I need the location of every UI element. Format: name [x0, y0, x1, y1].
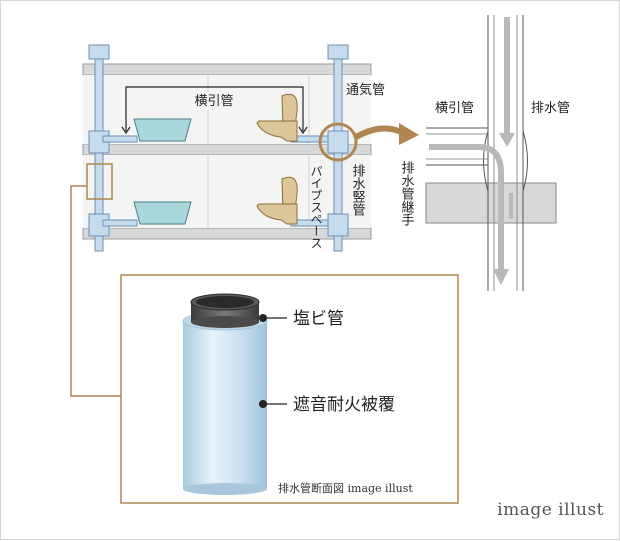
vent-pipe-label: 通気管 [346, 82, 385, 98]
pipe-space-label: パイプスペース [309, 165, 323, 249]
washbasin-upper [133, 118, 192, 142]
coating-label: 遮音耐火被覆 [293, 395, 395, 415]
toilet-upper [256, 93, 298, 142]
detail-arrow [354, 125, 403, 140]
left-vertical-pipe [88, 44, 138, 252]
detail-slab [425, 182, 557, 224]
detail-drain-pipe-label: 排水管 [531, 101, 570, 116]
coating-callout-dot [259, 400, 267, 408]
detail-horizontal-pipe-label: 横引管 [435, 101, 474, 116]
right-drain-stack [290, 44, 349, 252]
joint-detail [425, 15, 557, 291]
washbasin-lower [133, 201, 192, 225]
drain-fitting-label: 排水管継手 [399, 161, 415, 226]
joint-highlight-circle [318, 122, 358, 162]
pipe-cylinder [182, 293, 268, 495]
slab-top [82, 63, 372, 76]
image-illust-note: image illust [497, 500, 604, 520]
coating-layer [183, 321, 267, 489]
horizontal-pipe-label: 横引管 [194, 94, 233, 109]
pvc-callout-dot [259, 314, 267, 322]
section-connector-line [70, 185, 121, 397]
room-lower [83, 155, 371, 228]
cross-section-caption: 排水管断面図 image illust [278, 481, 413, 495]
horizontal-pipe-bracket [125, 86, 304, 131]
pvc-pipe-label: 塩ビ管 [293, 309, 344, 329]
section-highlight-box [86, 163, 113, 200]
cross-section-frame [120, 274, 459, 504]
drain-stack-label: 排水竪管 [350, 164, 366, 217]
toilet-lower [256, 176, 298, 225]
